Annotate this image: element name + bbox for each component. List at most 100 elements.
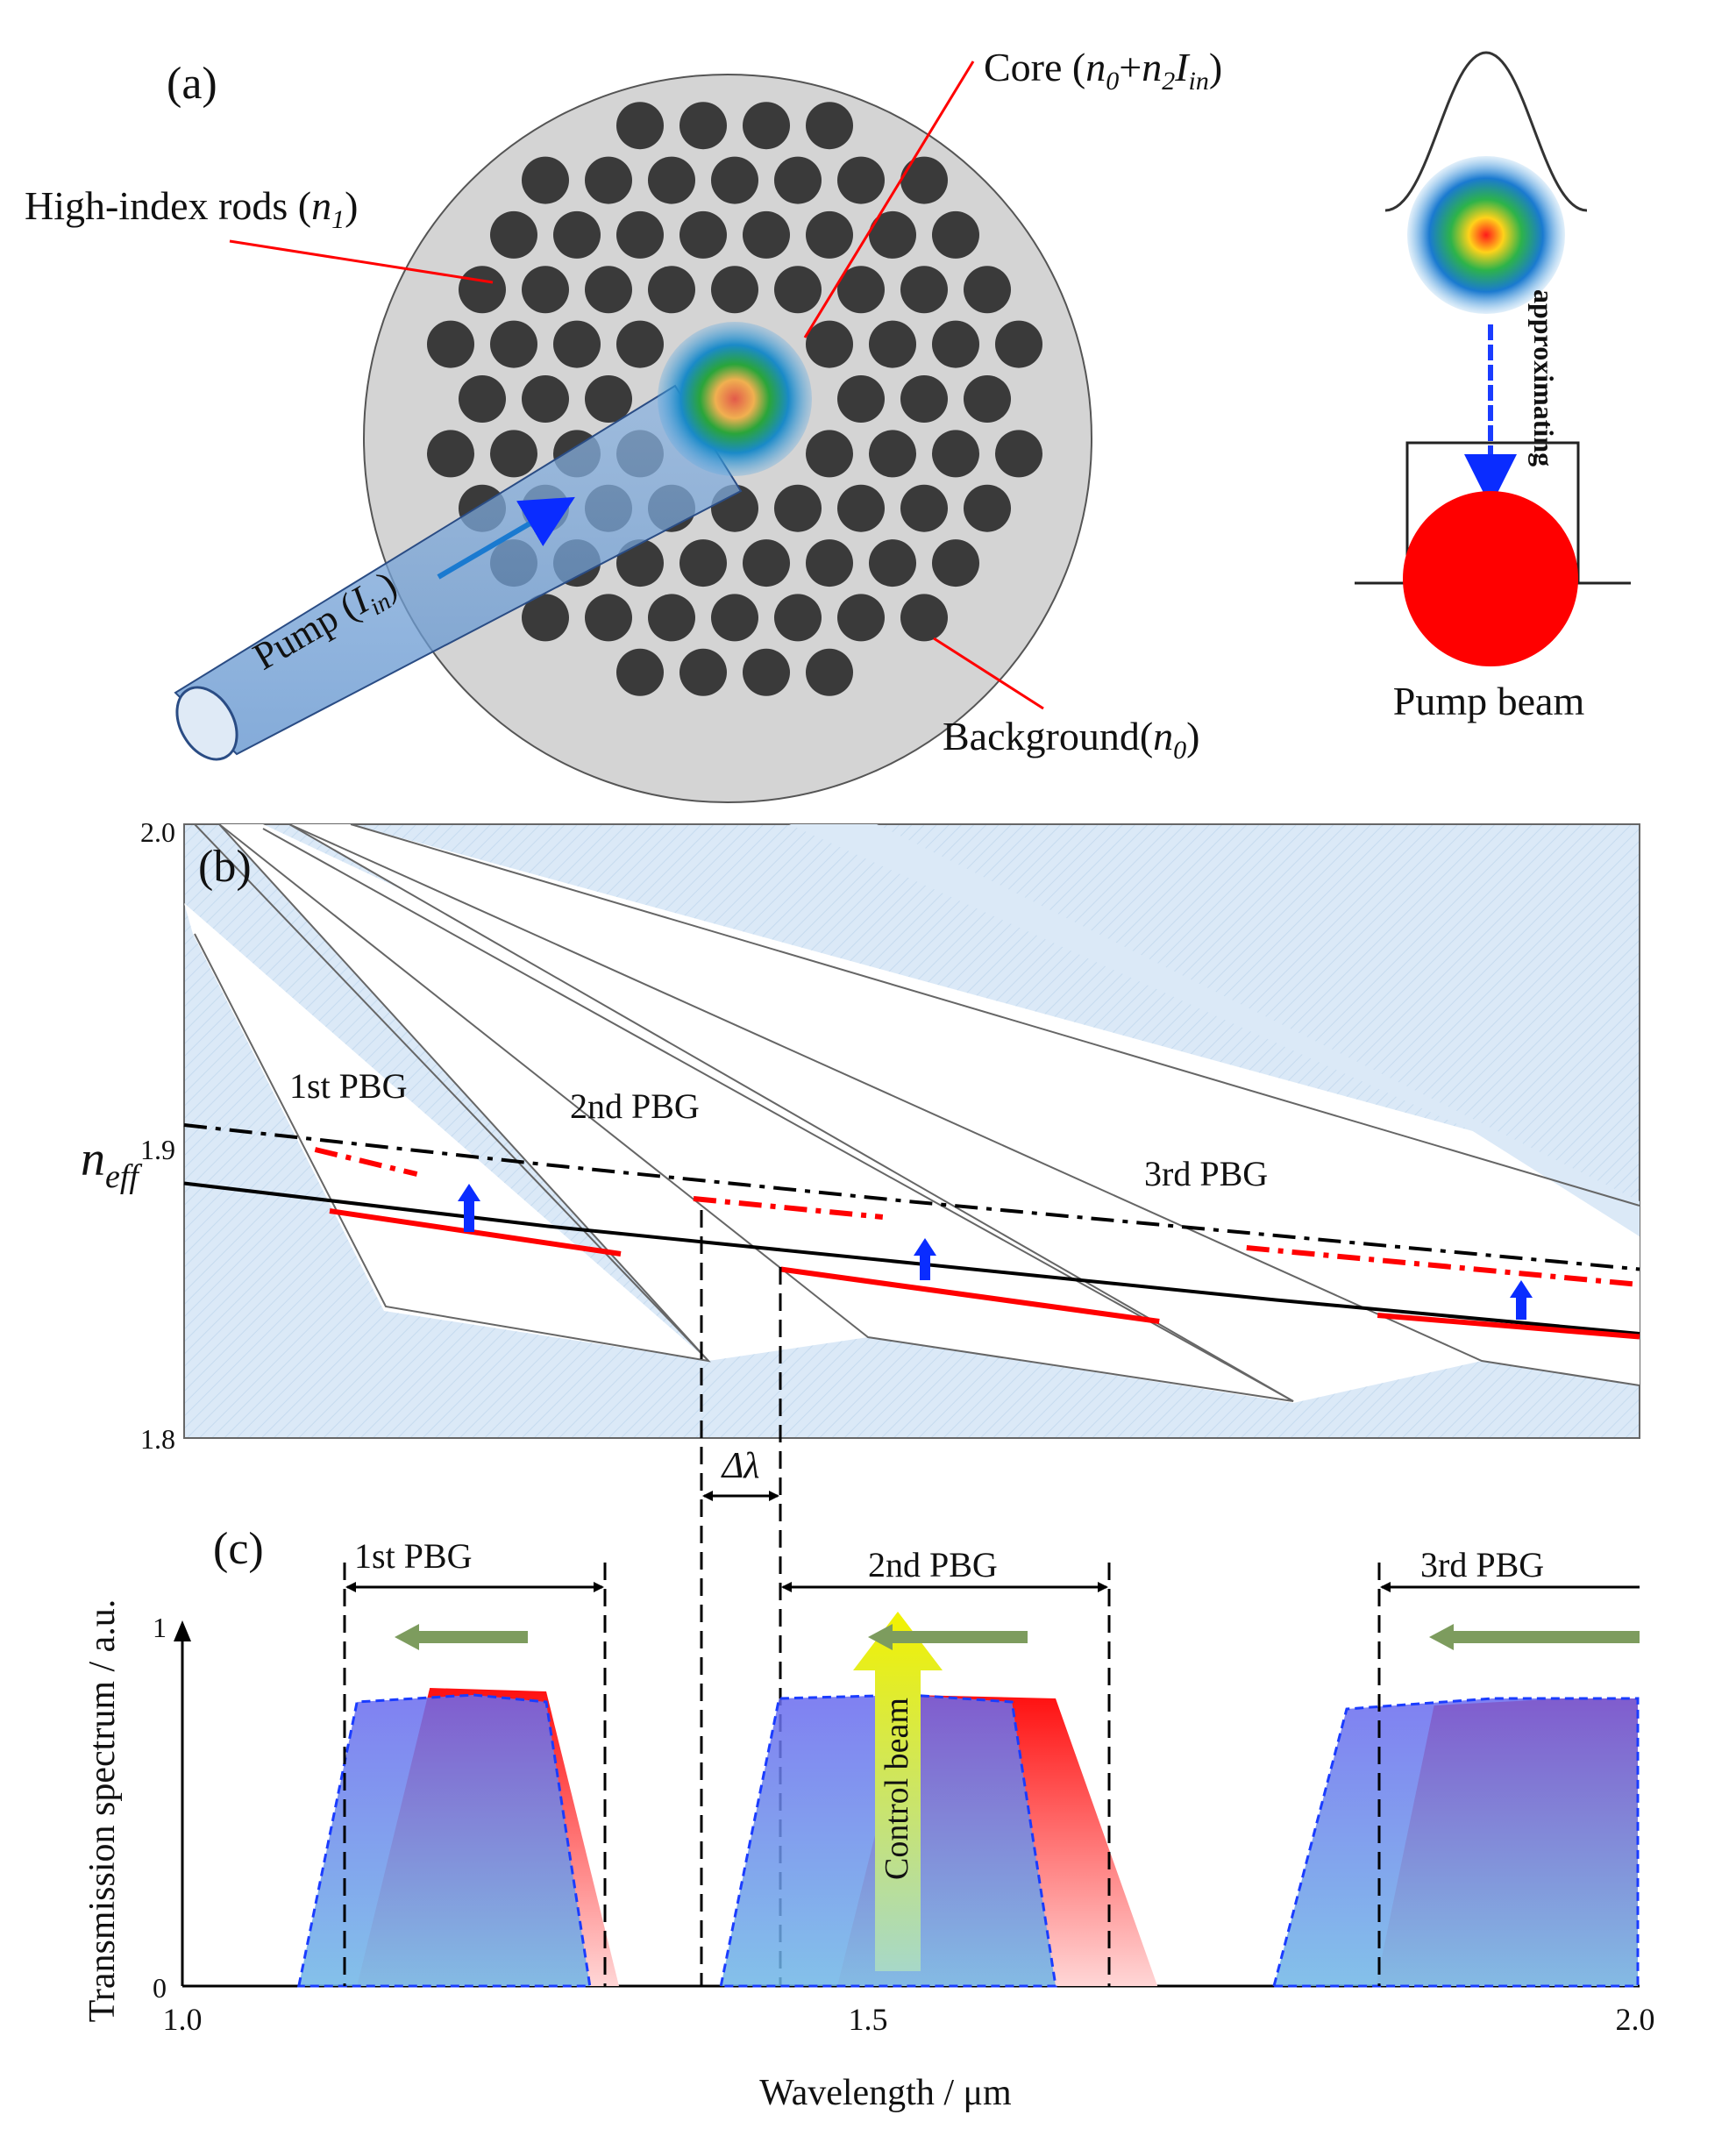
rod	[743, 102, 790, 150]
pump-beam-profile: approximating Pump beam	[1355, 51, 1631, 723]
rod	[522, 266, 569, 314]
rod	[522, 594, 569, 642]
rods-leader-line	[229, 239, 494, 284]
rod	[869, 210, 916, 259]
unperturbed-mode-line	[183, 1181, 1640, 1335]
rod	[711, 266, 758, 314]
rod	[490, 430, 537, 478]
rod	[806, 320, 853, 368]
band-ranges: 1st PBG 2nd PBG 3rd PBG	[343, 1536, 1640, 1986]
rod	[711, 594, 758, 642]
rod	[648, 594, 695, 642]
rod	[900, 375, 948, 423]
band-label-1st: 1st PBG	[289, 1066, 408, 1106]
band-edges	[194, 823, 1640, 1402]
rod	[459, 375, 506, 423]
c-y-tick-1: 1	[153, 1612, 167, 1643]
rod	[427, 430, 474, 478]
panel-b-label: (b)	[198, 842, 252, 892]
rod	[900, 266, 948, 314]
perturbed-mode-line	[183, 1123, 1640, 1271]
c-x-tick-1-0: 1.0	[163, 2002, 203, 2037]
c-y-tick-0: 0	[153, 1972, 167, 2004]
rod	[964, 484, 1011, 532]
step-profile	[1355, 441, 1631, 585]
y-tick-2-0: 2.0	[140, 816, 175, 848]
c-x-axis-label: Wavelength / μm	[759, 2073, 1012, 2113]
core-label: Core (n0+n2Iin)	[984, 45, 1222, 96]
rod	[679, 210, 727, 259]
band-label-2nd: 2nd PBG	[570, 1086, 700, 1126]
rod	[427, 320, 474, 368]
shifted-guided-segment	[314, 1147, 418, 1177]
rod	[995, 430, 1042, 478]
panel-b: (b) 2.0 1.9 1.8 neff 1st PBG 2nd PBG 3rd…	[81, 816, 1640, 1986]
guided-segment	[329, 1208, 622, 1257]
rod	[774, 484, 822, 532]
pump-beam-label: Pump beam	[1393, 679, 1585, 723]
rod	[490, 320, 537, 368]
approximating-label: approximating	[1528, 289, 1560, 466]
fiber-core-mode	[658, 322, 812, 476]
rod	[806, 648, 853, 696]
rod	[932, 320, 979, 368]
c-x-tick-1-5: 1.5	[849, 2002, 888, 2037]
neff-axis-label: neff	[81, 1132, 142, 1195]
rod	[679, 539, 727, 587]
rod	[616, 320, 664, 368]
rod	[648, 156, 695, 204]
control-beam-label: Control beam	[879, 1698, 915, 1880]
core-leader-line	[803, 61, 975, 338]
rod	[616, 210, 664, 259]
rod	[900, 594, 948, 642]
rod	[585, 156, 632, 204]
rod	[616, 539, 664, 587]
c-y-axis-label: Transmission spectrum / a.u.	[82, 1599, 123, 2023]
rod	[585, 594, 632, 642]
delta-lambda-label: Δλ	[721, 1446, 760, 1486]
shifted-transmission-band	[296, 1693, 592, 1988]
c-band-label-3rd: 3rd PBG	[1420, 1545, 1544, 1584]
rod	[711, 156, 758, 204]
rod	[774, 156, 822, 204]
shifted-guided-segment	[693, 1196, 884, 1220]
rod	[900, 156, 948, 204]
rod	[616, 102, 664, 150]
shifted-guided-segment	[1246, 1245, 1640, 1287]
rod	[932, 430, 979, 478]
rod	[774, 594, 822, 642]
rod	[679, 102, 727, 150]
rod	[553, 320, 601, 368]
neff-curves	[183, 1123, 1640, 1340]
rod	[900, 484, 948, 532]
guided-segment	[1377, 1313, 1640, 1340]
c-band-label-2nd: 2nd PBG	[868, 1545, 998, 1584]
band-label-3rd: 3rd PBG	[1144, 1154, 1268, 1193]
rod	[585, 266, 632, 314]
rod	[869, 430, 916, 478]
rod	[743, 210, 790, 259]
rod	[995, 320, 1042, 368]
rod	[964, 266, 1011, 314]
rod	[869, 539, 916, 587]
background-label: Background(n0)	[943, 714, 1199, 765]
y-tick-1-9: 1.9	[140, 1134, 175, 1165]
panel-c: (c) Control beam 1st PBG 2nd PBG 3rd PBG	[82, 1524, 1655, 2113]
rod	[806, 539, 853, 587]
shifted-transmission-band	[1272, 1697, 1640, 1988]
index-shift-arrows	[458, 1184, 1533, 1320]
step-beam-spot	[1403, 491, 1578, 666]
rod	[837, 484, 885, 532]
rod	[932, 210, 979, 259]
gaussian-beam-spot	[1407, 156, 1565, 314]
rod	[616, 648, 664, 696]
background-leader-line	[933, 637, 1044, 710]
rod	[743, 648, 790, 696]
rod	[585, 375, 632, 423]
rod	[837, 266, 885, 314]
pump-direction-arrow	[437, 496, 575, 580]
rods-label: High-index rods (n1)	[25, 183, 358, 234]
rod	[964, 375, 1011, 423]
rod	[837, 156, 885, 204]
